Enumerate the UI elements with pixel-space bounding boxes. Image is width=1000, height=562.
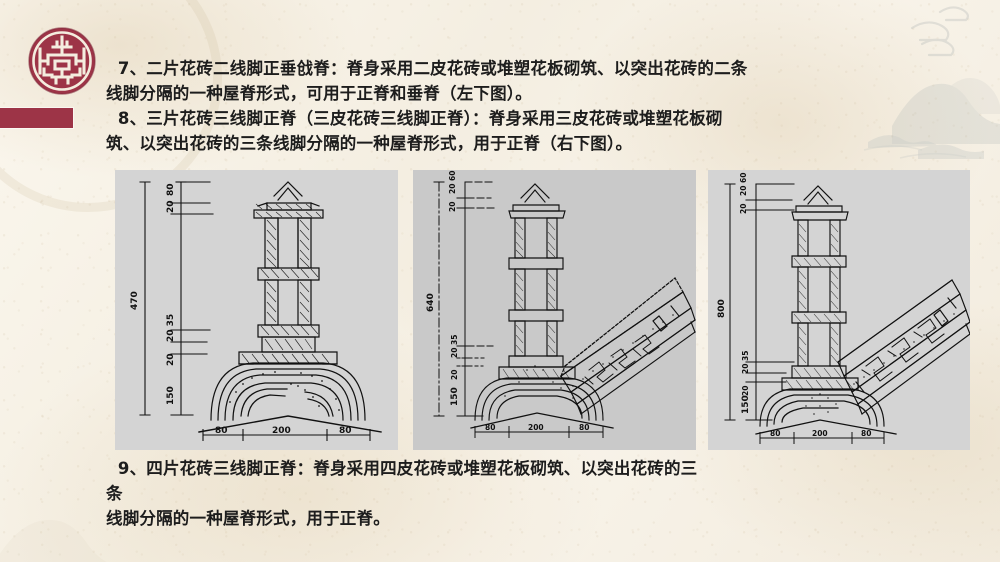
- dim-label-60-top: 20 60: [739, 173, 748, 197]
- figure-right-panel[interactable]: 20 60 20 800 20 35 20 150: [708, 170, 970, 450]
- dim-label-150-base: 150: [741, 395, 751, 414]
- dim-label-60-top: 20 60: [448, 171, 457, 195]
- figure-right-drawing: 20 60 20 800 20 35 20 150: [717, 173, 970, 444]
- dim-label-80-right: 80: [339, 426, 352, 436]
- dim-label-80-top: 80: [166, 183, 176, 196]
- dim-label-20-top: 20: [166, 200, 176, 213]
- dim-label-20-mid: 20: [166, 353, 176, 366]
- figure-middle-drawing: 20 60 20 640 20 35 20 150: [426, 171, 696, 438]
- dim-label-2035: 20 35: [166, 314, 176, 342]
- dim-label-200-center: 200: [812, 429, 828, 438]
- figure-strip: 80 20 470 20 35 20 150: [115, 170, 970, 450]
- dim-label-2035: 20 35: [741, 351, 750, 375]
- dim-label-200-center: 200: [528, 423, 544, 432]
- dim-label-20-mid: 20: [450, 370, 459, 380]
- dim-label-200-center: 200: [272, 426, 291, 436]
- dim-label-640-total: 640: [426, 293, 436, 312]
- dim-label-20-top: 20: [739, 204, 748, 214]
- figure-left-drawing: 80 20 470 20 35 20 150: [130, 181, 382, 441]
- dim-label-80-left: 80: [770, 429, 780, 438]
- dim-label-20-mid: 20: [741, 386, 750, 396]
- dim-label-470-total: 470: [130, 291, 140, 310]
- dim-label-150-base: 150: [166, 386, 176, 405]
- dim-label-80-right: 80: [579, 423, 589, 432]
- paragraph-item-7: 7、二片花砖二线脚正垂戗脊：脊身采用二皮花砖或堆塑花板砌筑、以突出花砖的二条 线…: [106, 59, 748, 103]
- logo-seal-icon: [28, 27, 96, 95]
- dim-label-150-base: 150: [450, 387, 460, 406]
- figure-left-panel[interactable]: 80 20 470 20 35 20 150: [115, 170, 398, 450]
- dim-label-80-left: 80: [215, 426, 228, 436]
- paragraph-item-8: 8、三片花砖三线脚正脊（三皮花砖三线脚正脊）：脊身采用三皮花砖或堆塑花板砌 筑、…: [106, 109, 723, 153]
- red-accent-bar: [0, 108, 73, 128]
- dim-label-80-left: 80: [485, 423, 495, 432]
- dim-label-20-top: 20: [448, 202, 457, 212]
- figure-middle-panel[interactable]: 20 60 20 640 20 35 20 150: [413, 170, 696, 450]
- paragraph-item-9: 9、四片花砖三线脚正脊：脊身采用四皮花砖或堆塑花板砌筑、以突出花砖的三 条 线脚…: [106, 459, 698, 528]
- dim-label-800-total: 800: [717, 299, 727, 318]
- dim-label-2035: 20 35: [450, 335, 459, 359]
- dim-label-80-right: 80: [861, 429, 871, 438]
